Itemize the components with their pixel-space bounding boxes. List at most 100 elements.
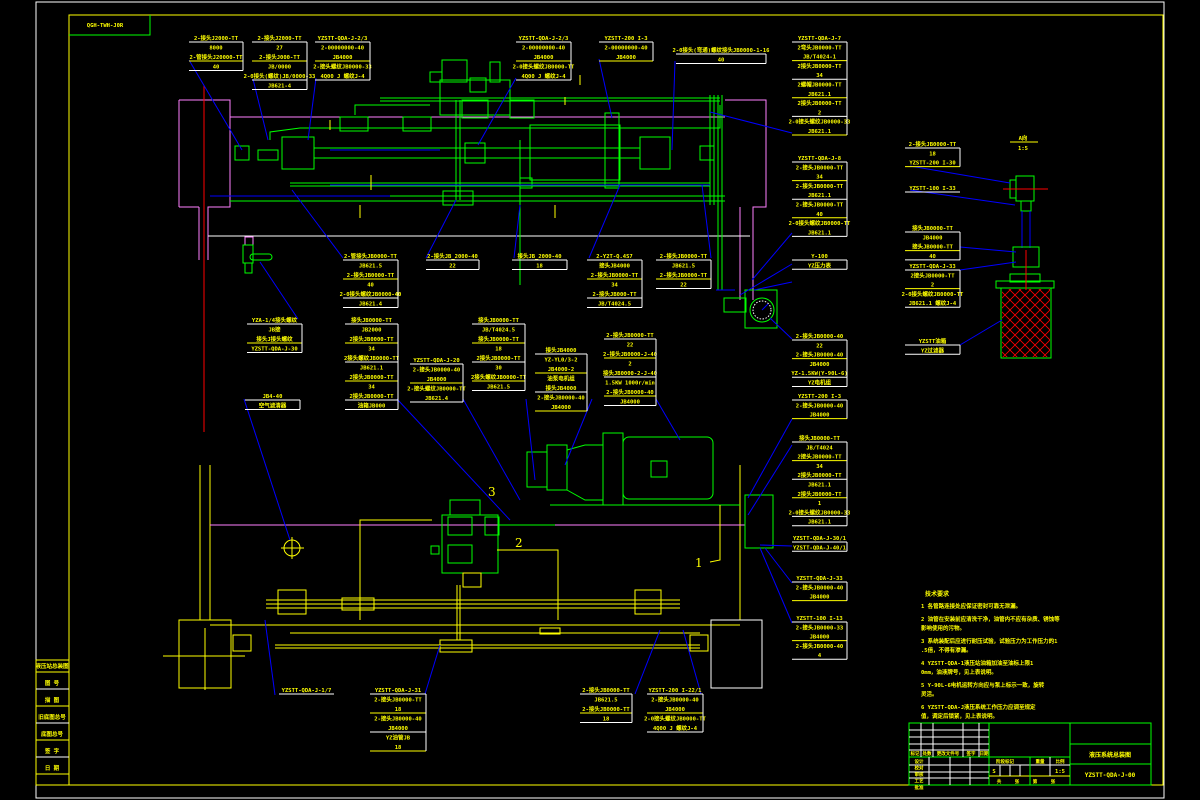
callout-text: YZ油管JB (386, 734, 411, 742)
valve-block-top (439, 79, 511, 116)
callout-text: 2弯头JB0000-TT (797, 43, 842, 51)
title-block-header: 比例 (1056, 758, 1065, 765)
callout-text: JB4000 (427, 377, 447, 383)
callout-table: 接头JB0000-TTJB20002接头JB0000-TT342接头螺纹JB00… (344, 316, 400, 410)
callout-text: 2-接头JB0000-TT (582, 705, 630, 713)
callout-text: 油泵电机组 (547, 375, 575, 383)
callout-text: JB621.1 (808, 230, 832, 236)
callout-text: 接头JB0000-TT (478, 335, 519, 343)
callout-text: 2-接头JB0000-TT (660, 271, 708, 279)
cylinder-left (277, 589, 307, 615)
callout-table: YZSTT-QDA-J-72弯头JB0000-TTJB/T4024-12接头JB… (789, 36, 850, 136)
callout-text: 34 (816, 175, 823, 181)
callout-text: 空气滤清器 (259, 402, 287, 410)
callout-text: 2-接头JB0000-TT (796, 201, 844, 209)
callout-text: 18 (495, 347, 502, 353)
callout-text: 2-接头JB0000-TT (347, 271, 395, 279)
callout-text: JB/0000 (268, 65, 291, 71)
detail-view-title: A向 (1019, 134, 1028, 142)
callout-text: 2-0接头螺纹JB0000-TT (789, 219, 851, 227)
callout-text: YZSTT-200 I-3 (604, 36, 647, 42)
callout-text: 40 (929, 254, 936, 260)
tech-note-line: .5倍，不得有渗漏。 (921, 646, 972, 654)
callout-text: JB4000 (810, 595, 830, 601)
detail-view-scale: 1:5 (1018, 146, 1028, 152)
callout-text: 27 (276, 46, 283, 52)
callout-text: 2-管接头J20000-TT (190, 53, 244, 61)
callout-text: JB/T4024.5 (598, 302, 631, 308)
part-number-3: 3 (488, 485, 496, 499)
callout-table: YZSTT-QDA-J-82-接头JB0000-TT342-接头JB0000-T… (789, 156, 851, 237)
tech-note-line: 6 YZSTT-QDA-J液压系统工作压力应调至规定 (921, 703, 1036, 711)
callout-text: 2-0接头螺纹JB0000-TT (902, 290, 964, 298)
callout-text: 34 (368, 347, 375, 353)
tech-note-line: 0mm，油液牌号，见上表说明。 (921, 668, 997, 676)
callout-text: 接头JB0000-TT (351, 316, 392, 324)
callout-text: 2-接头螺纹JB0000-33 (313, 63, 371, 71)
callout-text: 34 (611, 283, 618, 289)
callout-text: 接头J接头螺纹 (256, 335, 293, 343)
electric-motor (622, 436, 714, 500)
callout-text: 接头JB4000 (546, 384, 577, 392)
callout-text: YZSTT-QDA-J-1/7 (282, 688, 332, 694)
callout-tables: 2-接头J2000-TT80002-管接头J20000-TT402-接头J200… (189, 34, 964, 752)
callout-text: 2-接头JB0000-TT (606, 331, 654, 339)
callout-text: YZSTT-QDA-J-20 (413, 358, 459, 364)
callout-text: 接头JB4000 (599, 262, 630, 270)
callout-text: 18 (603, 717, 610, 723)
detail-view-a: A向 1:5 (995, 134, 1055, 359)
title-block-header: 阶段标记 (996, 758, 1014, 765)
tech-note-line: 3 系统装配后应进行耐压试验，试验压力为工作压力的1 (921, 637, 1058, 645)
callout-text: 2接头螺纹JB0000-TT (471, 373, 527, 381)
callout-text: 2-接头JB0000-40 (796, 583, 843, 591)
signoff-role: 设计 (915, 758, 924, 765)
callout-text: 2接头螺纹JB0000-TT (344, 354, 400, 362)
callout-text: 2-0接头螺纹JB0000-TT (644, 715, 706, 723)
callout-table: YZSTT-QDA-J-202-接头JB0000-40JB40002-接头螺纹J… (407, 358, 466, 403)
callout-text: YZSTT-200 I-22/1 (649, 688, 703, 694)
left-strip-cell: 旧底图总号 (38, 713, 66, 721)
callout-text: 4Q00 J 螺纹J-4 (320, 72, 365, 80)
drawing-name: 液压系统总装图 (1089, 751, 1131, 759)
callout-text: 22 (680, 283, 687, 289)
callout-text: 1 (818, 501, 822, 507)
callout-text: 接头JB4000 (546, 346, 577, 354)
callout-text: JB621.1 (808, 483, 832, 489)
corner-tag: QGH-TWH-J0R (87, 23, 124, 29)
callout-text: JB4000 (923, 235, 943, 241)
callout-text: 40 (367, 283, 374, 289)
callout-text: 2-接头JB0000-40 (413, 366, 460, 374)
callout-text: Y-100 (811, 254, 828, 260)
callout-text: JB2000 (362, 328, 382, 334)
callout-text: 接头JB0000-TT (912, 243, 953, 251)
callout-text: JB621.5 (359, 264, 382, 270)
callout-text: YZ过滤器 (921, 346, 945, 354)
callout-text: 34 (368, 385, 375, 391)
callout-table: 接头JB0000-TTJB/T4024.5接头JB0000-TT182接头JB0… (471, 316, 527, 391)
callout-text: 2-接头JB0000-40 (796, 332, 843, 340)
tech-note-line: 5 Y-90L-6电机运转方向应与泵上标示一致，旋转 (921, 681, 1045, 689)
callout-text: 2接头JB0000-TT (349, 373, 394, 381)
tech-note-line: 2 油管在安装前应清洗干净，油管内不应有杂质、锈蚀等 (921, 615, 1060, 623)
callout-table: YZSTT-QDA-J-2/32-00000000-40JB40002-0接头螺… (513, 36, 575, 81)
callout-table: 2-接头J2000-TT272-接头J000-TTJB/00002-0接头(螺纹… (244, 34, 315, 90)
callout-text: 34 (816, 73, 823, 79)
callout-text: 18 (395, 745, 402, 751)
callout-text: JB621.1 螺纹J-4 (909, 299, 957, 307)
callout-text: JB/T4024-1 (803, 55, 837, 61)
callout-text: JB4000 (620, 400, 640, 406)
callout-text: YZSTT-100 I-13 (796, 616, 842, 622)
callout-text: YZSTT-QDA-J-40/1 (793, 545, 847, 551)
callout-text: YZSTT-QDA-J-33 (909, 264, 955, 270)
left-strip-cell: 描 图 (45, 696, 60, 704)
callout-text: 2-00000000-40 (522, 46, 565, 52)
callout-text: JB621.1 (808, 520, 832, 526)
cylinder-right (634, 589, 662, 615)
filter-hatch (1002, 289, 1050, 357)
